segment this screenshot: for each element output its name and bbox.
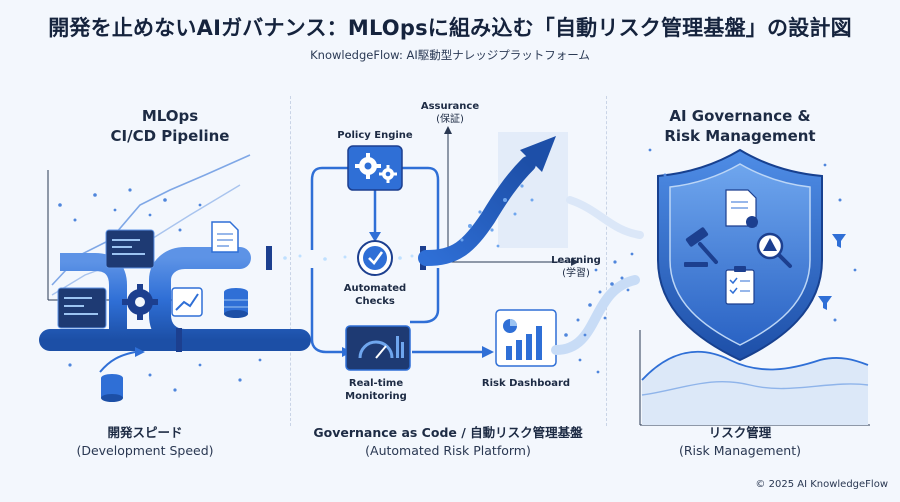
learning-line2: (学習) xyxy=(562,268,590,279)
page-subtitle: KnowledgeFlow: AI駆動型ナレッジプラットフォーム xyxy=(310,48,590,62)
funnel-icon xyxy=(818,234,846,310)
assurance-line1: Assurance xyxy=(420,101,480,112)
automated-risk-platform-main: Governance as Code / 自動リスク管理基盤 xyxy=(313,425,583,440)
magnifier-warning-icon xyxy=(756,232,792,268)
risk-management-label: リスク管理 (Risk Management) xyxy=(650,424,830,460)
rising-arrow xyxy=(418,136,556,266)
mlops-heading: MLOps CI/CD Pipeline xyxy=(100,106,240,146)
shield-icon xyxy=(657,148,823,362)
clipboard-checklist-icon xyxy=(725,266,755,305)
column-separator-right xyxy=(606,96,607,426)
particle-dots-right xyxy=(648,148,857,322)
gavel-icon xyxy=(684,227,718,267)
particle-dots-left xyxy=(58,188,262,392)
automated-checks-label: Automated Checks xyxy=(330,282,420,308)
gear-icon-small xyxy=(379,165,397,183)
learning-line1: Learning xyxy=(551,255,601,266)
development-speed-sub: (Development Speed) xyxy=(76,443,214,458)
risk-management-main: リスク管理 xyxy=(708,425,772,440)
gear-icon xyxy=(355,153,381,179)
gauge-icon xyxy=(345,325,411,371)
policy-flow-lines xyxy=(310,166,486,354)
development-speed-label: 開発スピード (Development Speed) xyxy=(50,424,240,460)
certificate-icon xyxy=(725,189,758,228)
governance-heading-line1: AI Governance & xyxy=(669,107,811,125)
realtime-monitoring-label: Real-time Monitoring xyxy=(328,377,424,403)
development-speed-main: 開発スピード xyxy=(107,425,183,440)
right-background-chart xyxy=(639,330,870,426)
copyright-notice: © 2025 AI KnowledgeFlow xyxy=(755,479,888,490)
page-title: 開発を止めないAIガバナンス：MLOpsに組み込む「自動リスク管理基盤」の設計図 xyxy=(48,16,852,40)
policy-engine-box xyxy=(347,145,403,191)
pipe-light-dots xyxy=(283,254,414,261)
automated-risk-platform-sub: (Automated Risk Platform) xyxy=(365,443,531,458)
automated-risk-platform-label: Governance as Code / 自動リスク管理基盤 (Automate… xyxy=(295,424,601,460)
mlops-heading-line1: MLOps xyxy=(141,107,199,125)
particle-dots-center xyxy=(460,184,534,248)
policy-engine-label: Policy Engine xyxy=(337,130,413,141)
realtime-monitoring-line1: Real-time xyxy=(348,378,404,389)
gear-icon xyxy=(122,284,158,320)
trend-chart-icon xyxy=(171,287,203,317)
risk-dashboard-label: Risk Dashboard xyxy=(481,378,571,389)
governance-heading: AI Governance & Risk Management xyxy=(650,106,830,146)
automated-checks-line1: Automated xyxy=(343,283,407,294)
database-icon-bottom xyxy=(101,374,123,402)
realtime-monitoring-line2: Monitoring xyxy=(345,391,407,402)
risk-management-sub: (Risk Management) xyxy=(679,443,801,458)
database-icon xyxy=(224,288,248,318)
assurance-label: Assurance (保証) xyxy=(410,100,490,126)
governance-heading-line2: Risk Management xyxy=(664,127,816,145)
code-window-icon xyxy=(57,229,155,329)
assurance-line2: (保証) xyxy=(436,114,464,125)
automated-checks-line2: Checks xyxy=(355,296,395,307)
document-icon xyxy=(211,221,239,253)
learning-label: Learning (学習) xyxy=(536,254,616,280)
data-stream-to-governance xyxy=(551,196,644,374)
bar-chart-icon xyxy=(495,309,557,367)
mlops-heading-line2: CI/CD Pipeline xyxy=(110,127,230,145)
checkmark-icon xyxy=(357,240,393,276)
